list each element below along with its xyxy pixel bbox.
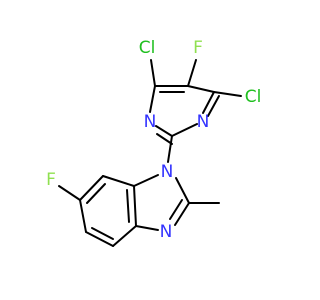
bond-n1-c2 xyxy=(175,177,190,204)
atom-n-imidazole-1: N xyxy=(161,162,174,182)
atom-f-benzo: F xyxy=(46,170,56,190)
bond-c2-n3 xyxy=(174,202,190,226)
atom-labels: Cl F Cl N N N N F xyxy=(46,38,261,242)
bond-c2-n1 xyxy=(171,123,198,137)
bond-n1-c6-double xyxy=(207,95,220,117)
bond-c6-c5 xyxy=(79,199,87,233)
bond-c3a-c7a-double xyxy=(126,189,130,223)
atom-n-pyrimidine-left: N xyxy=(144,112,157,132)
bond-c2-n1imid xyxy=(167,135,173,163)
bond-c2-n3-double xyxy=(156,133,173,145)
bond-c4-n3 xyxy=(149,85,156,113)
bond-c7a-c7 xyxy=(102,175,135,187)
bond-n3-c2 xyxy=(155,125,173,137)
bond-n3-c3a xyxy=(135,225,159,231)
bond-c4-cl xyxy=(150,59,156,87)
atom-f-top: F xyxy=(193,38,203,58)
bond-lines xyxy=(58,59,242,247)
bond-c7-c6-double xyxy=(86,183,106,204)
bond-n1-c7a xyxy=(133,174,159,187)
bond-c3a-c7a xyxy=(133,185,137,227)
atom-n-imidazole-3: N xyxy=(160,222,173,242)
bond-c4-c3a xyxy=(112,225,137,247)
atom-n-pyrimidine-right: N xyxy=(197,112,210,132)
bond-c7-c6 xyxy=(79,175,104,201)
atom-cl-right: Cl xyxy=(245,87,262,107)
atom-cl-top: Cl xyxy=(139,38,156,58)
bond-c5-c4 xyxy=(85,231,114,247)
bond-c6-c5 xyxy=(187,85,215,93)
bond-c5-c4-double xyxy=(91,227,114,240)
bond-c2-n3-double xyxy=(169,199,183,220)
bond-n1-c6 xyxy=(202,91,215,114)
bond-c6-cl xyxy=(213,91,242,97)
bond-c5-f xyxy=(187,59,197,87)
bond-c6-f xyxy=(58,185,81,201)
molecule-structure: Cl F Cl N N N N F xyxy=(46,38,261,247)
